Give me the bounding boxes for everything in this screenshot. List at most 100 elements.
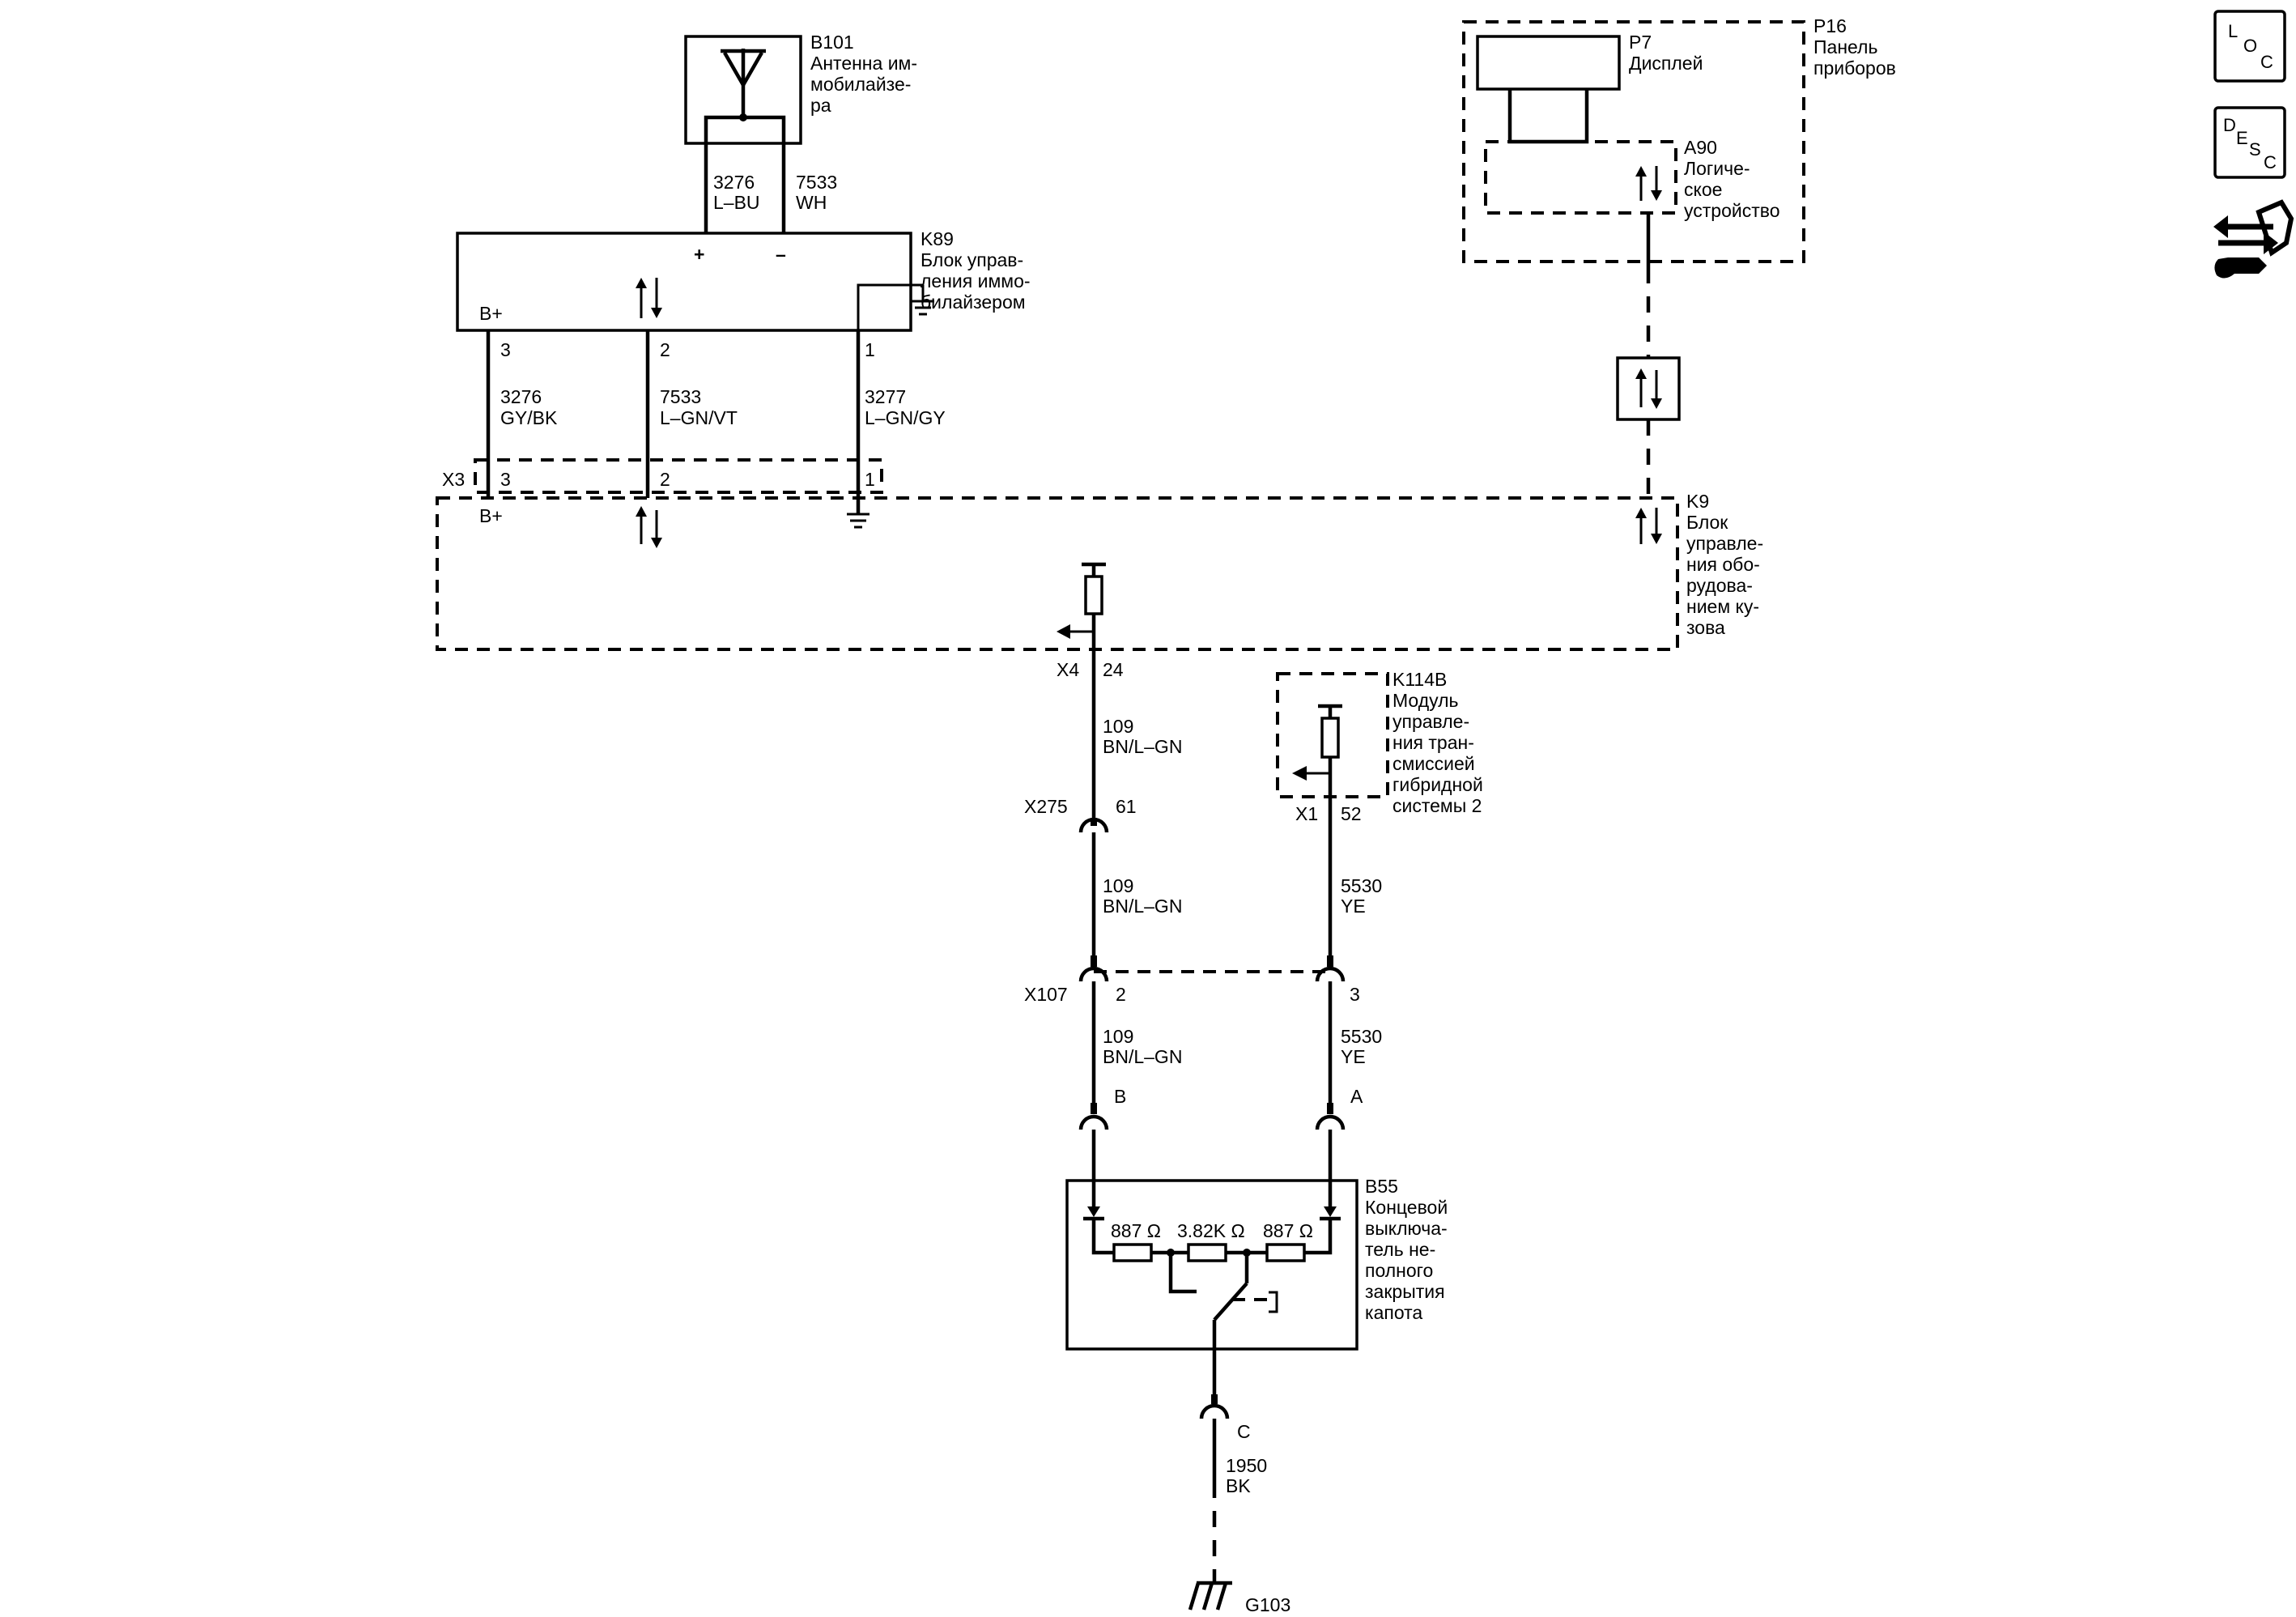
k89-pin-3: 3 [500,339,511,360]
k9-name-2: управле- [1686,533,1763,554]
b101-ref: B101 [810,32,854,53]
wire-109-b-color: BN/L–GN [1103,896,1182,917]
a90-comm-arrows-icon [1635,166,1662,201]
k114b-name-2: управле- [1392,711,1469,732]
a90-name-2: ское [1684,179,1722,200]
x275-pin-61: 61 [1116,796,1137,817]
wire-7533-lgn-color: L–GN/VT [660,407,738,428]
wire-109-c-circuit: 109 [1103,1026,1133,1047]
wire-109-a-color: BN/L–GN [1103,736,1182,757]
k9-internal-resistor [1057,562,1106,649]
desc-icon-letter-s: S [2249,139,2261,160]
wire-7533-color: WH [796,192,827,213]
p16-ref: P16 [1813,15,1847,36]
b55-r3-value: 887 Ω [1263,1220,1313,1241]
p16-instrument-cluster-box[interactable] [1462,20,1805,263]
g103-ground-icon[interactable] [1188,1581,1232,1611]
wire-3277-color: L–GN/GY [865,407,946,428]
k114b-name-4: смиссией [1392,753,1475,774]
b55-r1-value: 887 Ω [1111,1220,1161,1241]
b55-pin-a-connector[interactable] [1315,1103,1346,1181]
x1-label: X1 [1295,803,1318,824]
x107-pin3-connector[interactable] [1315,955,1346,998]
b55-name-2: выключа- [1365,1218,1448,1239]
wire-3276-gy-circuit: 3276 [500,386,542,407]
loc-icon-letter-l: L [2228,21,2238,41]
k89-minus-terminal: – [776,244,786,265]
k89-pin-2: 2 [660,339,670,360]
desc-icon-letter-e: E [2236,128,2248,148]
a90-logic-device-box[interactable] [1484,140,1677,215]
k89-bplus-label: B+ [479,303,503,324]
k114b-name-5: гибридной [1392,774,1483,795]
k89-name-2: ления иммо- [921,270,1031,291]
b55-name-6: капота [1365,1302,1422,1323]
k9-bidirectional-arrows-icon [636,506,662,548]
wire-3276-circuit: 3276 [713,172,755,193]
x3-connector[interactable] [474,458,883,494]
k89-bidirectional-arrows-icon [636,278,662,318]
k89-ref: K89 [921,228,954,249]
x107-pin2-connector[interactable] [1078,955,1109,998]
k89-name-1: Блок управ- [921,249,1023,270]
k89-name-3: билайзером [921,291,1026,313]
wire-3276-color: L–BU [713,192,760,213]
b101-name-3: ра [810,95,831,116]
service-tool-icon[interactable] [2213,199,2294,279]
loc-icon-letter-c: C [2260,52,2273,72]
k9-name-3: ния обо- [1686,554,1760,575]
loc-icon[interactable]: L O C [2213,10,2286,83]
x3-pin-2: 2 [660,469,670,490]
k89-pin-1: 1 [865,339,875,360]
x107-label: X107 [1024,984,1068,1005]
k114b-name-6: системы 2 [1392,795,1482,816]
wire-7533-circuit: 7533 [796,172,837,193]
b55-name-1: Концевой [1365,1197,1448,1218]
p16-name-1: Панель [1813,36,1877,57]
p7-display-box[interactable] [1476,35,1621,91]
wire-5530-a-color: YE [1341,896,1366,917]
k114b-module-box[interactable] [1276,672,1389,798]
desc-icon-letter-d: D [2223,115,2236,135]
desc-icon-letter-c: C [2264,152,2277,172]
wire-7533-lgn-circuit: 7533 [660,386,701,407]
b55-pin-a: A [1350,1086,1363,1107]
b55-pin-b-connector[interactable] [1078,1103,1109,1181]
k9-name-6: зова [1686,617,1725,638]
k89-plus-terminal: + [694,244,704,265]
b55-name-3: тель не- [1365,1239,1435,1260]
b55-r2-value: 3.82K Ω [1177,1220,1245,1241]
b55-switch-box[interactable] [1065,1179,1358,1351]
x3-pin-3: 3 [500,469,511,490]
p7-name-1: Дисплей [1629,53,1703,74]
k114b-internal-resistor [1292,704,1342,797]
wire-5530-b-circuit: 5530 [1341,1026,1382,1047]
b55-name-5: закрытия [1365,1281,1445,1302]
a90-name-1: Логиче- [1684,158,1750,179]
b55-internal-circuit [1083,1181,1341,1349]
k89-ground-icon [857,283,934,330]
loc-icon-letter-o: O [2243,36,2257,56]
b55-pin-b: B [1114,1086,1126,1107]
wire-3277-circuit: 3277 [865,386,906,407]
k9-ref: K9 [1686,491,1709,512]
b55-pin-c-connector[interactable] [1199,1394,1230,1482]
x107-pin-2: 2 [1116,984,1126,1005]
x1-pin-52: 52 [1341,803,1362,824]
x3-label: X3 [442,469,465,490]
wire-1950-circuit: 1950 [1226,1455,1267,1476]
k114b-name-1: Модуль [1392,690,1459,711]
wire-1950-color: BK [1226,1475,1251,1496]
desc-icon[interactable]: D E S C [2213,106,2286,179]
x275-inline-connector[interactable] [1078,817,1109,849]
wire-5530-a-circuit: 5530 [1341,875,1382,896]
a90-name-3: устройство [1684,200,1780,221]
k9-name-4: рудова- [1686,575,1753,596]
k89-module-box[interactable] [456,232,912,332]
wire-109-c-color: BN/L–GN [1103,1046,1182,1067]
b101-antenna[interactable] [684,35,802,145]
k9-module-box[interactable] [436,496,1679,651]
b55-pin-c: C [1237,1421,1251,1442]
a90-ref: A90 [1684,137,1717,158]
